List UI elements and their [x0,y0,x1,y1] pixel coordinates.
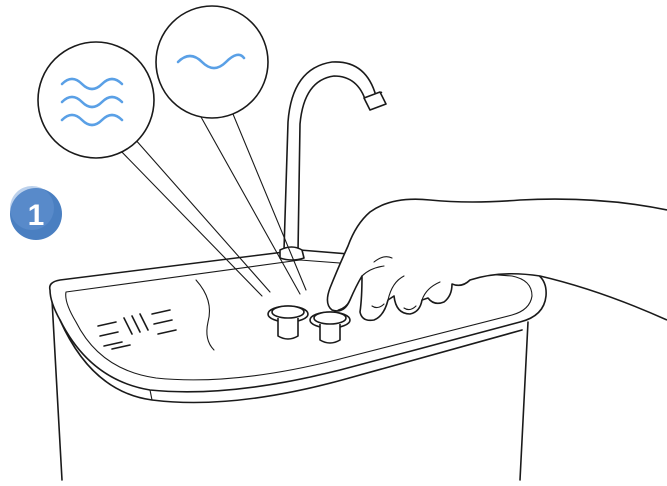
toilet-tank [50,250,546,480]
step-number: 1 [28,199,45,232]
callout-gentle-flow [156,6,268,118]
callout-strong-flow [38,42,154,158]
step-badge: 1 [10,186,62,240]
